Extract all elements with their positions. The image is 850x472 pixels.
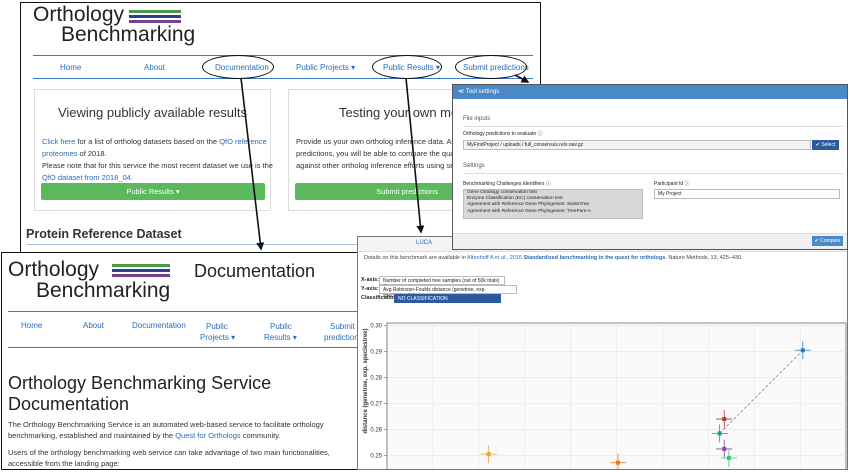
doc-paragraph-1: The Orthology Benchmarking Service is an… — [8, 420, 324, 440]
doc-nav-bottom-rule — [8, 347, 373, 348]
qfo-reference-link[interactable]: QfO reference — [219, 137, 267, 146]
altenhoff-link[interactable]: Altenhoff A et al., 2016 — [467, 255, 522, 261]
doc-logo-line1: Orthology — [8, 258, 100, 281]
highlight-documentation — [202, 55, 274, 79]
scatter-chart: 0.30 0.29 0.28 0.27 0.26 0.25 — [370, 322, 847, 469]
doc-nav-about[interactable]: About — [83, 321, 104, 330]
classification-label: Classification: — [361, 295, 399, 301]
orthology-predictions-label: Orthology predictions to evaluate ⓘ — [463, 131, 543, 137]
select-button[interactable]: ✔ Select — [812, 140, 839, 150]
nav-home[interactable]: Home — [60, 63, 82, 72]
y-tick-label: 0.28 — [370, 376, 382, 382]
nav-public-projects[interactable]: Public Projects ▾ — [296, 63, 356, 72]
challenge-option[interactable]: Agreement with Reference Gene Phylogenie… — [467, 208, 591, 214]
y-axis-label: Y-axis: — [361, 286, 379, 292]
nav-about[interactable]: About — [144, 63, 165, 72]
standardized-benchmarking-link[interactable]: Standardized benchmarking in the quest f… — [523, 255, 666, 261]
logo-stripe-blue — [129, 15, 181, 18]
benchmark-details: Details on this benchmark are available … — [364, 255, 743, 261]
public-results-text: Click here for a list of ortholog datase… — [42, 137, 273, 182]
y-tick-label: 0.26 — [370, 427, 382, 433]
doc-nav-home[interactable]: Home — [21, 321, 43, 330]
results-panel: LUCA Details on this benchmark are avail… — [357, 236, 848, 470]
challenge-option[interactable]: Agreement with Reference Gene Phylogenie… — [467, 202, 590, 208]
data-point — [486, 452, 491, 457]
file-inputs-rule — [463, 126, 843, 127]
tool-settings-header: ≪ Tool settings — [453, 85, 847, 99]
doc-logo-line2: Benchmarking — [36, 279, 171, 302]
doc-nav-top-rule — [8, 311, 373, 312]
highlight-submit-predictions — [455, 55, 527, 79]
doc-nav-documentation[interactable]: Documentation — [132, 321, 186, 330]
x-axis-label: X-axis: — [361, 277, 380, 283]
heading-rule — [26, 244, 536, 245]
logo-line2: Benchmarking — [61, 23, 196, 46]
testing-title: Testing your own me — [339, 105, 459, 120]
settings-heading: Settings — [463, 163, 485, 169]
qfo-dataset-link[interactable]: QfO dataset from 2018_04 — [42, 173, 131, 182]
tool-settings-title: ≪ Tool settings — [458, 89, 500, 95]
y-tick-label: 0.29 — [370, 350, 382, 356]
data-point — [722, 446, 727, 451]
tab-luca[interactable]: LUCA — [416, 240, 433, 246]
logo-line1: Orthology — [33, 3, 125, 26]
doc-heading-line2: Documentation — [8, 394, 130, 414]
data-point — [800, 348, 805, 353]
compute-button[interactable]: ✔ Compute — [812, 236, 843, 246]
doc-logo-stripe-blue — [112, 269, 170, 272]
public-results-title: Viewing publicly available results — [57, 105, 248, 120]
data-point — [717, 431, 722, 436]
proteomes-link[interactable]: proteomes — [42, 149, 78, 158]
click-here-link[interactable]: Click here — [42, 137, 76, 146]
doc-page-title: Documentation — [194, 261, 316, 281]
testing-text: Provide us your own ortholog inference d… — [296, 137, 464, 170]
quest-for-orthologs-link[interactable]: Quest for Orthologs — [175, 431, 241, 440]
data-point — [726, 456, 731, 461]
tool-settings-panel: ≪ Tool settings File inputs Orthology pr… — [452, 84, 848, 250]
doc-heading-line1: Orthology Benchmarking Service — [8, 373, 272, 393]
nav-bottom-rule — [33, 78, 533, 79]
challenges-label: Benchmarking Challenges Identifiers ⓘ — [463, 181, 551, 187]
highlight-public-results — [372, 55, 442, 79]
documentation-panel: Orthology Benchmarking Documentation Hom… — [1, 252, 374, 470]
logo-stripe-green — [129, 10, 181, 13]
public-results-button[interactable]: Public Results ▾ — [41, 183, 265, 200]
logo-stripe-purple — [129, 20, 181, 23]
classification-select[interactable]: NO CLASSIFICATION — [394, 294, 501, 303]
file-inputs-heading: File inputs — [463, 116, 491, 122]
challenge-option[interactable]: Enzyme Classification (EC) conservation … — [467, 196, 563, 202]
pareto-frontier-line — [719, 350, 804, 434]
nav-top-rule — [33, 55, 533, 56]
data-point — [616, 460, 620, 465]
tool-settings-footer — [453, 233, 847, 249]
participant-id-label: Participant Id ⓘ — [654, 181, 690, 187]
orthology-predictions-field[interactable]: MyFirstProject / uploads / full_consensu… — [463, 140, 811, 150]
challenges-listbox[interactable]: Gene Ontology conservation test Enzyme C… — [463, 189, 643, 219]
settings-rule — [463, 173, 843, 174]
challenge-option[interactable]: Gene Ontology conservation test — [467, 190, 537, 195]
participant-id-field[interactable]: My Project — [654, 189, 840, 199]
data-point — [722, 417, 727, 422]
y-tick-label: 0.27 — [370, 401, 382, 407]
y-tick-label: 0.25 — [370, 453, 382, 459]
doc-logo-stripe-purple — [112, 274, 170, 277]
dataset-note: Please note that for this service the mo… — [42, 161, 273, 170]
protein-reference-heading: Protein Reference Dataset — [26, 227, 182, 241]
y-tick-label: 0.30 — [370, 324, 382, 330]
doc-paragraph-2: Users of the orthology benchmarking web … — [8, 448, 330, 468]
doc-logo-stripe-green — [112, 264, 170, 267]
